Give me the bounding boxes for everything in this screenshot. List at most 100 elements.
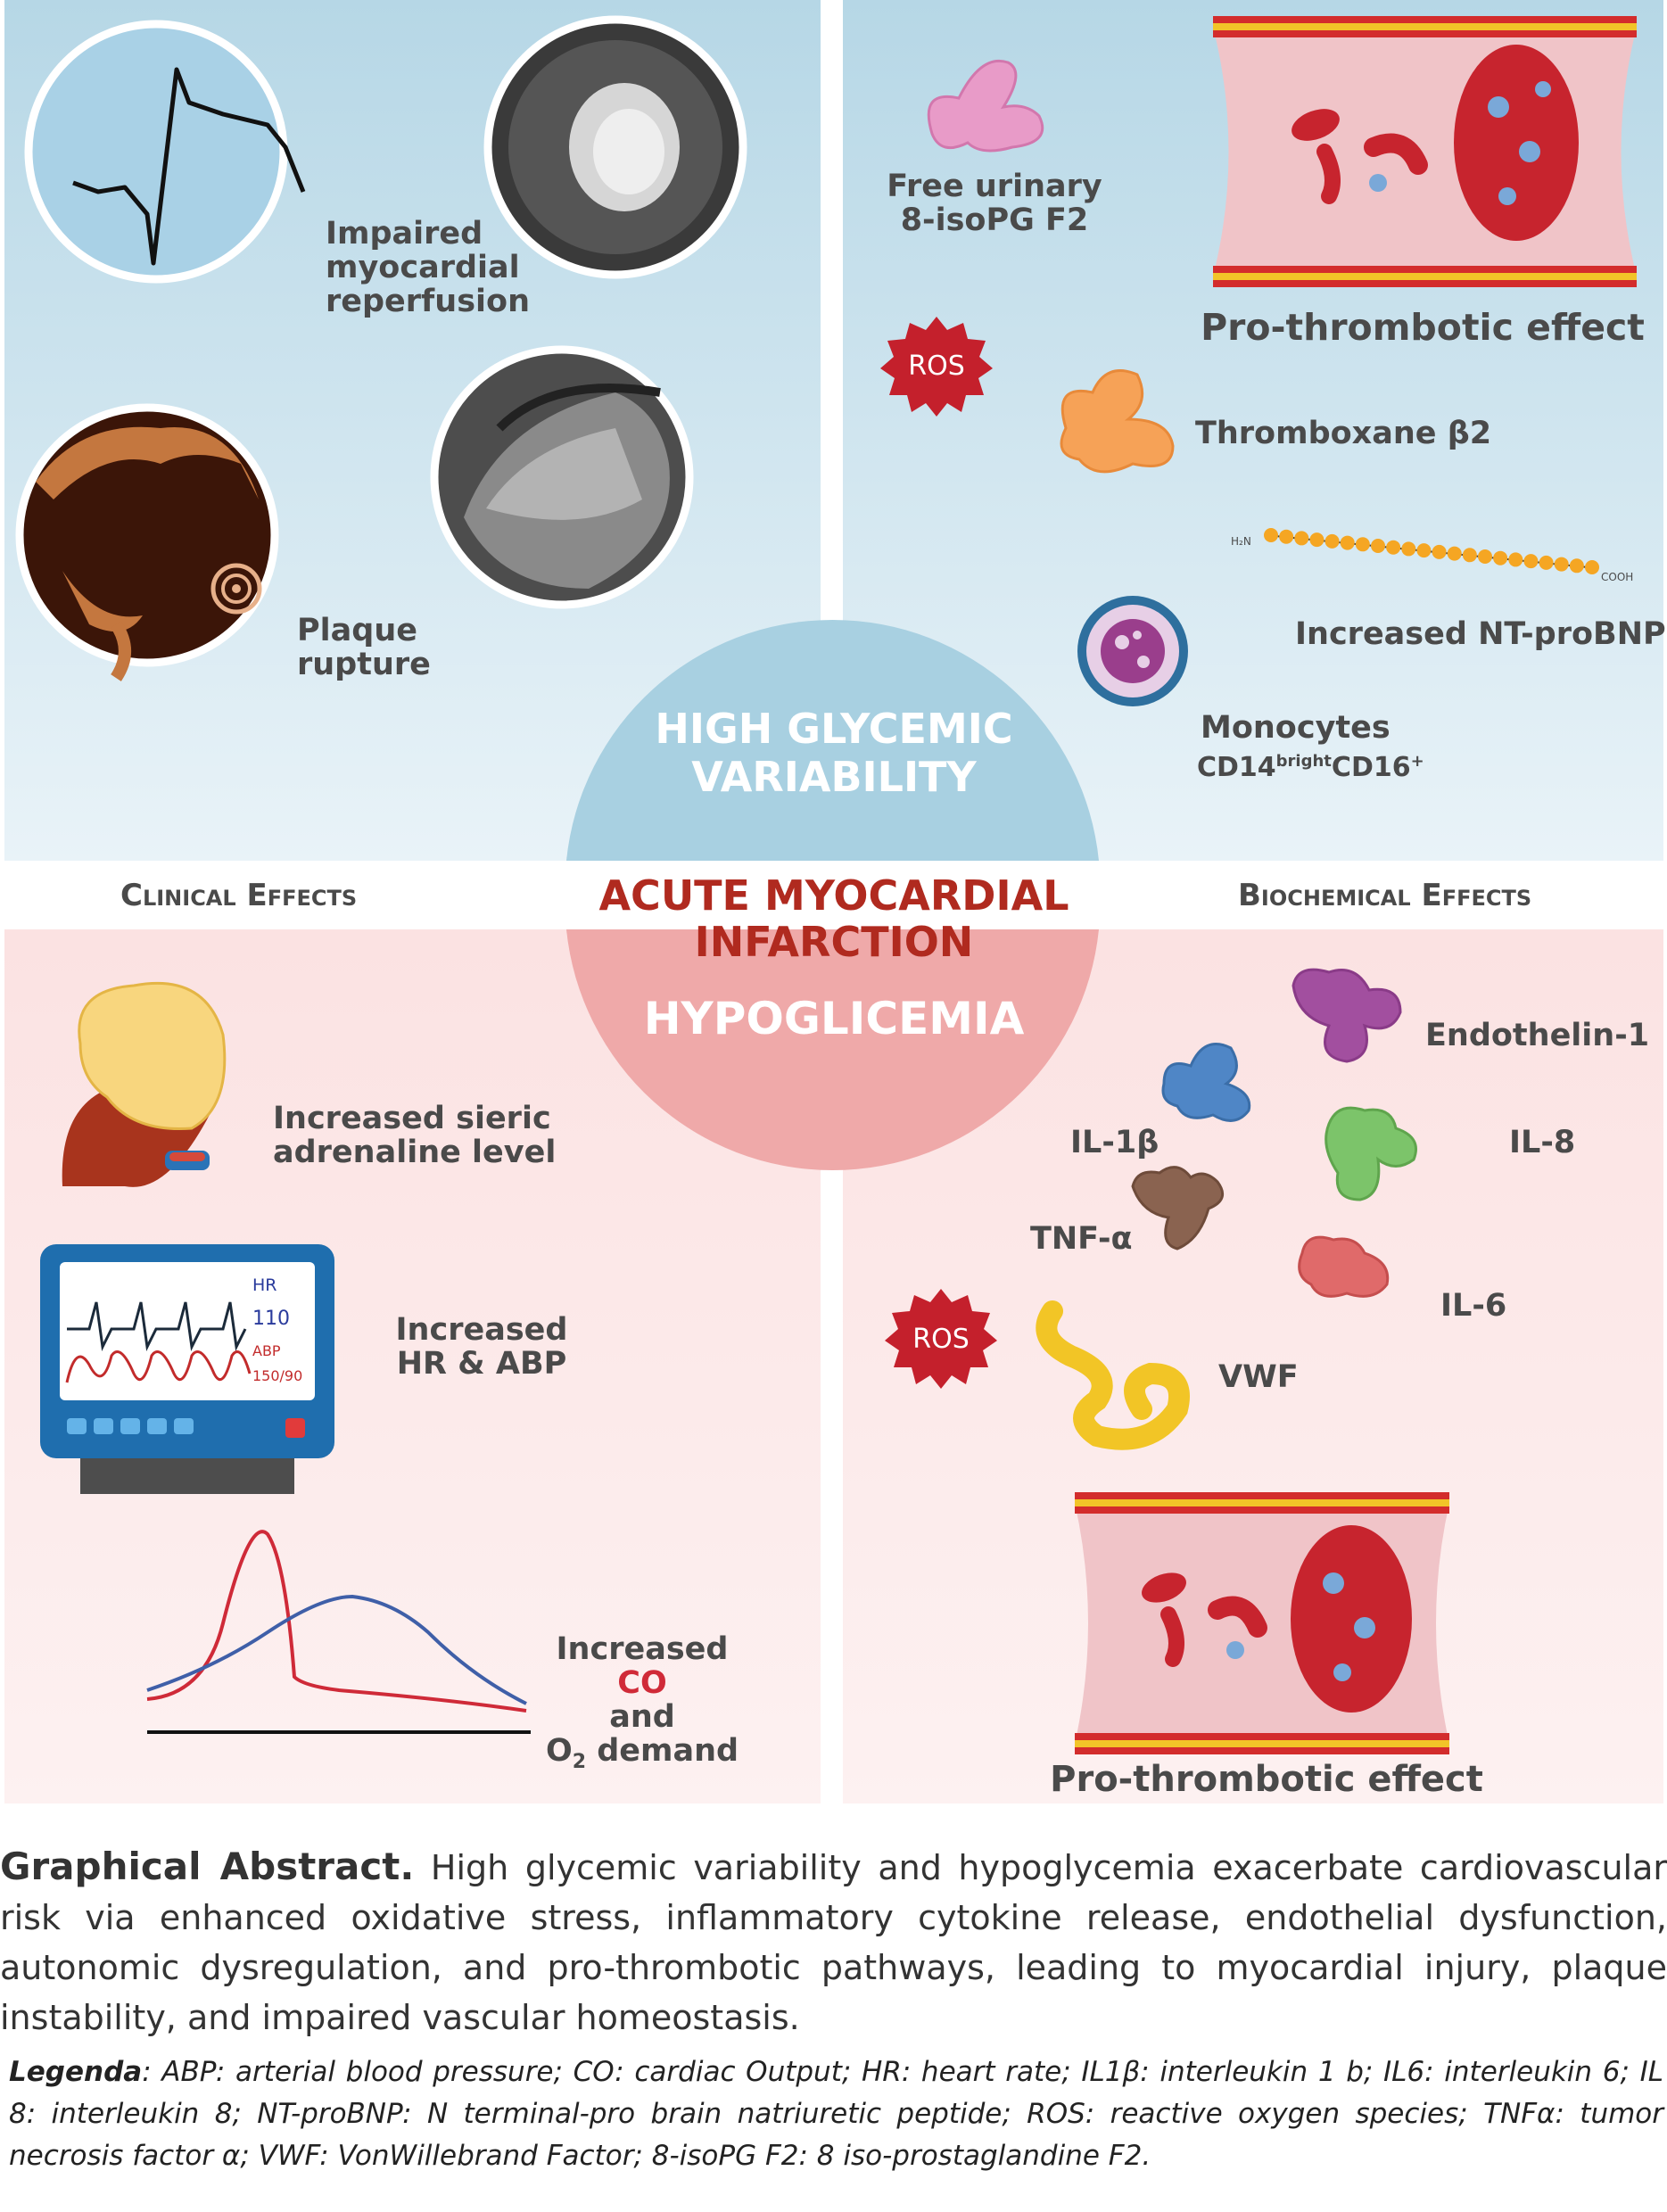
co-label: Increased CO and O2 demand bbox=[526, 1632, 758, 1779]
il8-molecule-icon bbox=[1325, 1106, 1417, 1201]
co-blue-curve bbox=[146, 1594, 527, 1705]
monocytes-label: Monocytes CD14brightCD16+ bbox=[1197, 711, 1424, 785]
prothrombotic-top-label: Pro-thrombotic effect bbox=[1201, 306, 1645, 349]
legend-text: : ABP: arterial blood pressure; CO: card… bbox=[9, 2056, 1663, 2172]
high-gv-circle bbox=[566, 619, 1099, 861]
il1b-molecule-icon bbox=[1161, 1043, 1251, 1122]
endothelin-molecule-icon bbox=[1292, 968, 1402, 1063]
peptide-bead bbox=[1523, 554, 1539, 569]
co-line1: Increased CO bbox=[526, 1632, 758, 1700]
vessel-top-icon bbox=[1213, 16, 1637, 287]
hr-abp-label: Increased HR & ABP bbox=[375, 1313, 589, 1381]
peptide-bead bbox=[1309, 532, 1325, 548]
urinary-line2: 8-isoPG F2 bbox=[900, 202, 1089, 238]
il1b-label: IL-1β bbox=[1070, 1125, 1159, 1160]
caption-heading: Graphical Abstract. bbox=[0, 1845, 415, 1888]
adrenaline-line1: Increased sieric bbox=[273, 1101, 551, 1136]
monitor-hr-label: HR bbox=[252, 1275, 277, 1295]
impaired-line3: reperfusion bbox=[326, 284, 530, 319]
peptide-bead bbox=[1462, 548, 1477, 563]
peptide-chain-icon bbox=[1264, 528, 1599, 574]
peptide-bead bbox=[1355, 537, 1370, 552]
plaque-line1: Plaque bbox=[297, 613, 417, 648]
monitor-abp-label: ABP bbox=[252, 1342, 281, 1359]
peptide-bead bbox=[1294, 531, 1309, 546]
thromboxane-label: Thromboxane β2 bbox=[1195, 416, 1492, 451]
peptide-bead bbox=[1371, 539, 1385, 553]
co-increased-text: Increased bbox=[556, 1631, 729, 1667]
caption-text: High glycemic variability and hypoglycem… bbox=[0, 1848, 1667, 2037]
peptide-bead bbox=[1386, 540, 1401, 555]
cd14-text: CD14 bbox=[1197, 752, 1276, 783]
vessel-bottom-icon bbox=[1075, 1492, 1449, 1754]
clot-bottom bbox=[1291, 1525, 1412, 1713]
peptide-bead bbox=[1447, 546, 1462, 561]
urinary-line1: Free urinary bbox=[887, 169, 1102, 204]
peptide-bead bbox=[1279, 529, 1294, 544]
tnfa-label: TNF-α bbox=[1030, 1221, 1133, 1257]
co-line2: and bbox=[609, 1699, 675, 1735]
graphical-abstract-caption: Graphical Abstract. High glycemic variab… bbox=[0, 1842, 1667, 2043]
impaired-reperfusion-label: Impaired myocardial reperfusion bbox=[326, 217, 530, 318]
legend-block: Legenda: ABP: arterial blood pressure; C… bbox=[9, 2051, 1663, 2177]
hr-abp-line2: HR & ABP bbox=[396, 1346, 567, 1382]
peptide-h-label: H₂N bbox=[1231, 535, 1251, 548]
ami-title: ACUTE MYOCARDIAL INFARCTION bbox=[598, 871, 1069, 966]
urinary-molecule-icon bbox=[927, 59, 1044, 153]
peptide-bead bbox=[1539, 555, 1554, 570]
tnfa-molecule-icon bbox=[1131, 1166, 1225, 1250]
peptide-bead bbox=[1585, 560, 1599, 574]
co-text: CO bbox=[617, 1665, 667, 1701]
biochemical-effects-label: Biochemical Effects bbox=[1238, 878, 1532, 913]
peptide-bead bbox=[1508, 552, 1523, 567]
co-curve-chart bbox=[146, 1530, 531, 1734]
clinical-effects-label: Clinical Effects bbox=[120, 878, 358, 913]
peptide-bead bbox=[1493, 550, 1508, 565]
plus-sup: + bbox=[1410, 752, 1424, 771]
ros-star-bottom-icon bbox=[885, 1289, 997, 1389]
high-gv-line2: VARIABILITY bbox=[691, 753, 977, 801]
impaired-line1: Impaired bbox=[326, 216, 483, 252]
peptide-bead bbox=[1401, 541, 1416, 557]
ros-bottom-label: ROS bbox=[912, 1324, 970, 1355]
cd16-text: CD16 bbox=[1331, 752, 1411, 783]
o2-text: O bbox=[545, 1733, 573, 1769]
plaque-line2: rupture bbox=[297, 647, 431, 682]
peptide-bead bbox=[1432, 544, 1447, 559]
peptide-bead bbox=[1554, 557, 1569, 572]
ecg-trace-icon bbox=[72, 67, 306, 266]
monocytes-line2: CD14brightCD16+ bbox=[1197, 745, 1424, 785]
ecg-circle bbox=[24, 20, 288, 284]
hypo-circle bbox=[566, 929, 1099, 1171]
high-gv-title: HIGH GLYCEMIC VARIABILITY bbox=[571, 705, 1097, 801]
co-line3: O2 demand bbox=[526, 1734, 758, 1779]
urinary-label: Free urinary 8-isoPG F2 bbox=[870, 169, 1119, 237]
vwf-label: VWF bbox=[1218, 1359, 1299, 1395]
il6-molecule-icon bbox=[1298, 1235, 1390, 1298]
peptide-bead bbox=[1340, 535, 1355, 550]
vwf-molecule-icon bbox=[1036, 1300, 1190, 1450]
peptide-bead bbox=[1478, 549, 1492, 564]
peptide-bead bbox=[1416, 543, 1432, 558]
bright-sup: bright bbox=[1275, 752, 1332, 771]
impaired-line2: myocardial bbox=[326, 250, 520, 285]
thromboxane-molecule-icon bbox=[1060, 369, 1175, 474]
peptide-bead bbox=[1264, 528, 1278, 542]
ros-top-label: ROS bbox=[908, 351, 965, 382]
ntprobnp-label: Increased NT-proBNP bbox=[1295, 616, 1666, 652]
hr-abp-line1: Increased bbox=[395, 1312, 568, 1348]
monitor-hr-value: 110 bbox=[252, 1308, 290, 1330]
demand-text: demand bbox=[597, 1733, 739, 1769]
patient-monitor-icon bbox=[40, 1244, 334, 1494]
adrenaline-line2: adrenaline level bbox=[273, 1135, 557, 1170]
monitor-abp-value: 150/90 bbox=[252, 1367, 303, 1384]
plaque-rupture-label: Plaque rupture bbox=[297, 614, 431, 681]
monocyte-icon bbox=[1077, 596, 1188, 706]
prothrombotic-bottom-label: Pro-thrombotic effect bbox=[1050, 1759, 1483, 1800]
il8-label: IL-8 bbox=[1509, 1125, 1576, 1160]
co-red-curve bbox=[146, 1530, 527, 1713]
